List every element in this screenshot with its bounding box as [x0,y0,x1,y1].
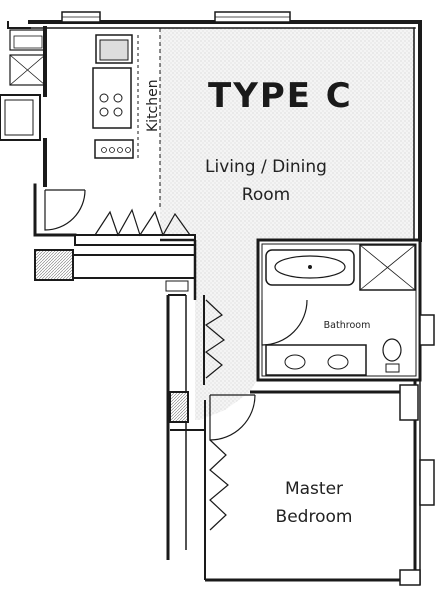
bedroom-label-line2: Bedroom [276,507,353,527]
wardrobe-upper [203,295,226,385]
bedroom-label-line1: Master [285,479,343,499]
plan-title: TYPE C [208,76,353,116]
kitchen-label: Kitchen [145,79,161,132]
wardrobe-lower [170,429,229,545]
bedroom-door [209,394,256,441]
kitchen-closets [34,208,196,292]
living-floor [160,28,415,240]
living-label-line1: Living / Dining [205,157,327,177]
entry-door [44,189,86,231]
kitchen-fixtures [9,29,46,86]
corridor-floor [195,240,258,420]
kitchen-counter [92,34,139,160]
bathroom [256,238,435,382]
living-label-line2: Room [242,185,290,205]
utility-panel [169,391,189,423]
bathroom-label: Bathroom [324,320,371,331]
